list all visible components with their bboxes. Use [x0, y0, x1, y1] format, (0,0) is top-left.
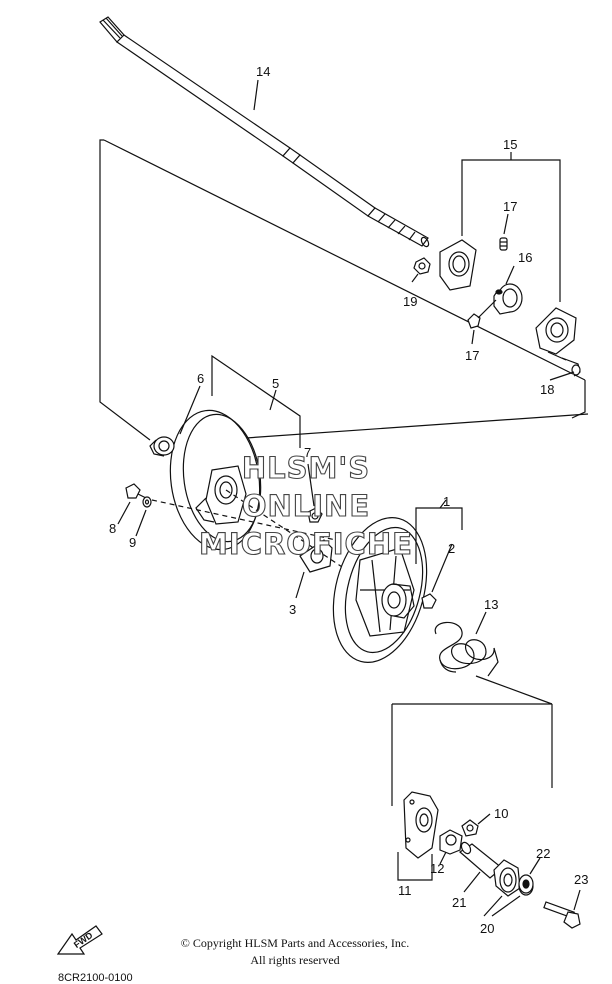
spring-13 — [434, 621, 499, 677]
label-20: 20 — [480, 921, 494, 936]
flange-15-right — [535, 307, 577, 355]
label-18: 18 — [540, 382, 554, 397]
nut-10 — [461, 819, 479, 837]
copyright-line: © Copyright HLSM Parts and Accessories, … — [180, 936, 410, 950]
figure-code: 8CR2100-0100 — [58, 972, 133, 984]
washer-22 — [518, 874, 534, 894]
bolt-18 — [547, 351, 581, 377]
watermark-line2: ONLINE — [242, 489, 370, 523]
label-10: 10 — [494, 806, 508, 821]
bolt-23 — [543, 901, 581, 929]
label-7: 7 — [304, 445, 311, 460]
label-2: 2 — [448, 541, 455, 556]
label-15: 15 — [503, 137, 517, 152]
label-3: 3 — [289, 602, 296, 617]
watermark-line3: MICROFICHE — [199, 527, 413, 561]
label-22: 22 — [536, 846, 550, 861]
label-17-lower: 17 — [465, 348, 479, 363]
label-21: 21 — [452, 895, 466, 910]
watermark-line1: HLSM'S — [242, 451, 370, 485]
label-8: 8 — [109, 521, 116, 536]
pulley-disc-5 — [169, 409, 262, 551]
sheave-1 — [332, 517, 428, 663]
label-16: 16 — [518, 250, 532, 265]
label-23: 23 — [574, 872, 588, 887]
label-17-upper: 17 — [503, 199, 517, 214]
fwd-arrow-icon — [56, 925, 103, 955]
washer-9 — [142, 496, 152, 508]
bolt-2 — [421, 593, 437, 609]
label-12: 12 — [430, 861, 444, 876]
washer-7 — [307, 507, 323, 523]
plate-3 — [299, 539, 333, 573]
nipple-17-lower — [467, 313, 481, 329]
label-13: 13 — [484, 597, 498, 612]
bracket-11 — [403, 791, 439, 859]
label-1: 1 — [443, 494, 450, 509]
label-5: 5 — [272, 376, 279, 391]
pipe-21 — [459, 841, 503, 879]
rights-line: All rights reserved — [250, 953, 340, 967]
label-6: 6 — [197, 371, 204, 386]
flange-15-left — [439, 239, 477, 291]
label-14: 14 — [256, 64, 270, 79]
bolt-8 — [125, 483, 147, 499]
collar-12 — [439, 829, 463, 855]
nut-19 — [413, 257, 431, 275]
label-19: 19 — [403, 294, 417, 309]
nipple-17-upper — [499, 237, 508, 251]
ring-6 — [149, 436, 175, 457]
label-9: 9 — [129, 535, 136, 550]
label-11: 11 — [398, 883, 412, 898]
shaft-14 — [99, 16, 430, 248]
bearing-16 — [493, 283, 523, 315]
